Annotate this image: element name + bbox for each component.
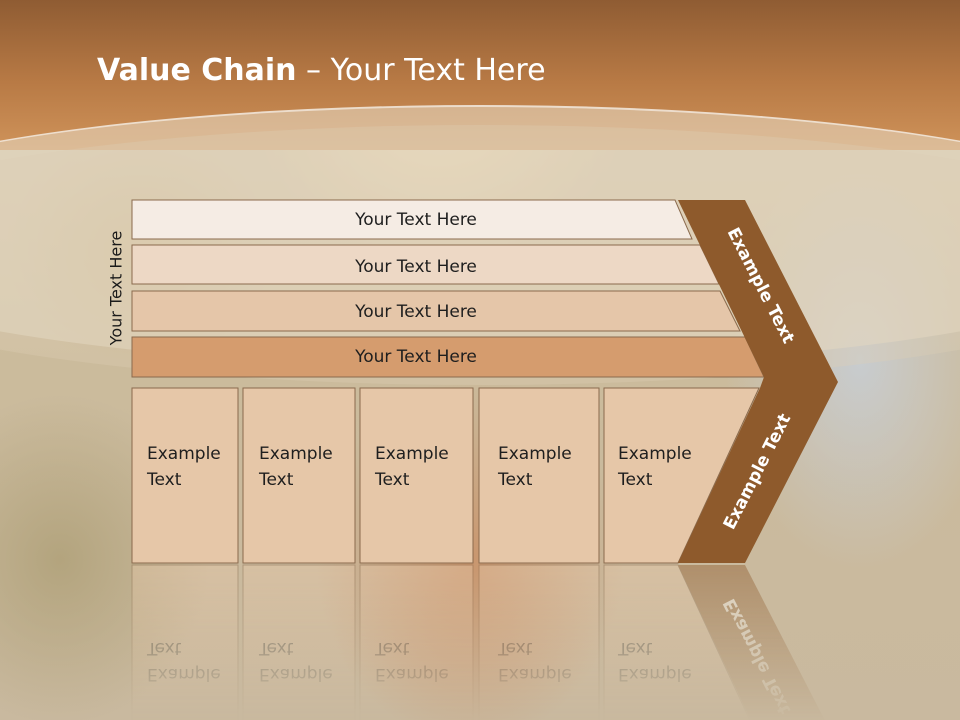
support-row-4-label: Your Text Here (354, 347, 477, 367)
reflection-cell-2-line2: Text (258, 638, 294, 658)
reflection-cell-4-line1: Example (498, 664, 572, 684)
support-row-2-label: Your Text Here (354, 257, 477, 277)
primary-cell-4 (478, 387, 600, 564)
primary-cells: Example Text Example Text Example Text E… (131, 387, 760, 564)
support-row-1-label: Your Text Here (354, 210, 477, 230)
chevron-shape (678, 200, 838, 563)
primary-cell-3 (359, 387, 474, 564)
reflection-cell-3-line2: Text (374, 638, 410, 658)
primary-cell-5-line2: Text (617, 470, 653, 490)
slide-title: Value Chain – Your Text Here (97, 53, 546, 88)
support-row-3-label: Your Text Here (354, 302, 477, 322)
primary-cell-4-line1: Example (498, 444, 572, 464)
primary-cell-1 (131, 387, 239, 564)
reflection-cell-1-line2: Text (146, 638, 182, 658)
reflection-cell-5-line2: Text (617, 638, 653, 658)
reflection-cell-1-line1: Example (147, 664, 221, 684)
reflection-cell-5-line1: Example (618, 664, 692, 684)
primary-cell-2 (242, 387, 356, 564)
support-row-1 (131, 199, 693, 240)
reflection-cell-3-line1: Example (375, 664, 449, 684)
reflection-cell-2-line1: Example (259, 664, 333, 684)
title-bold: Value Chain (97, 53, 297, 88)
reflection: Example Text Example Text Example Text E… (131, 564, 825, 720)
title-rest: – Your Text Here (296, 53, 546, 88)
primary-cell-1-line2: Text (146, 470, 182, 490)
primary-cell-1-line1: Example (147, 444, 221, 464)
support-rows: Your Text Here Your Text Here Your Text … (131, 199, 765, 378)
primary-cell-2-line1: Example (259, 444, 333, 464)
primary-cell-3-line2: Text (374, 470, 410, 490)
primary-cell-3-line1: Example (375, 444, 449, 464)
support-row-3 (131, 290, 741, 332)
primary-cell-5-line1: Example (618, 444, 692, 464)
primary-cell-4-line2: Text (497, 470, 533, 490)
primary-cell-2-line2: Text (258, 470, 294, 490)
reflection-cell-4-line2: Text (497, 638, 533, 658)
